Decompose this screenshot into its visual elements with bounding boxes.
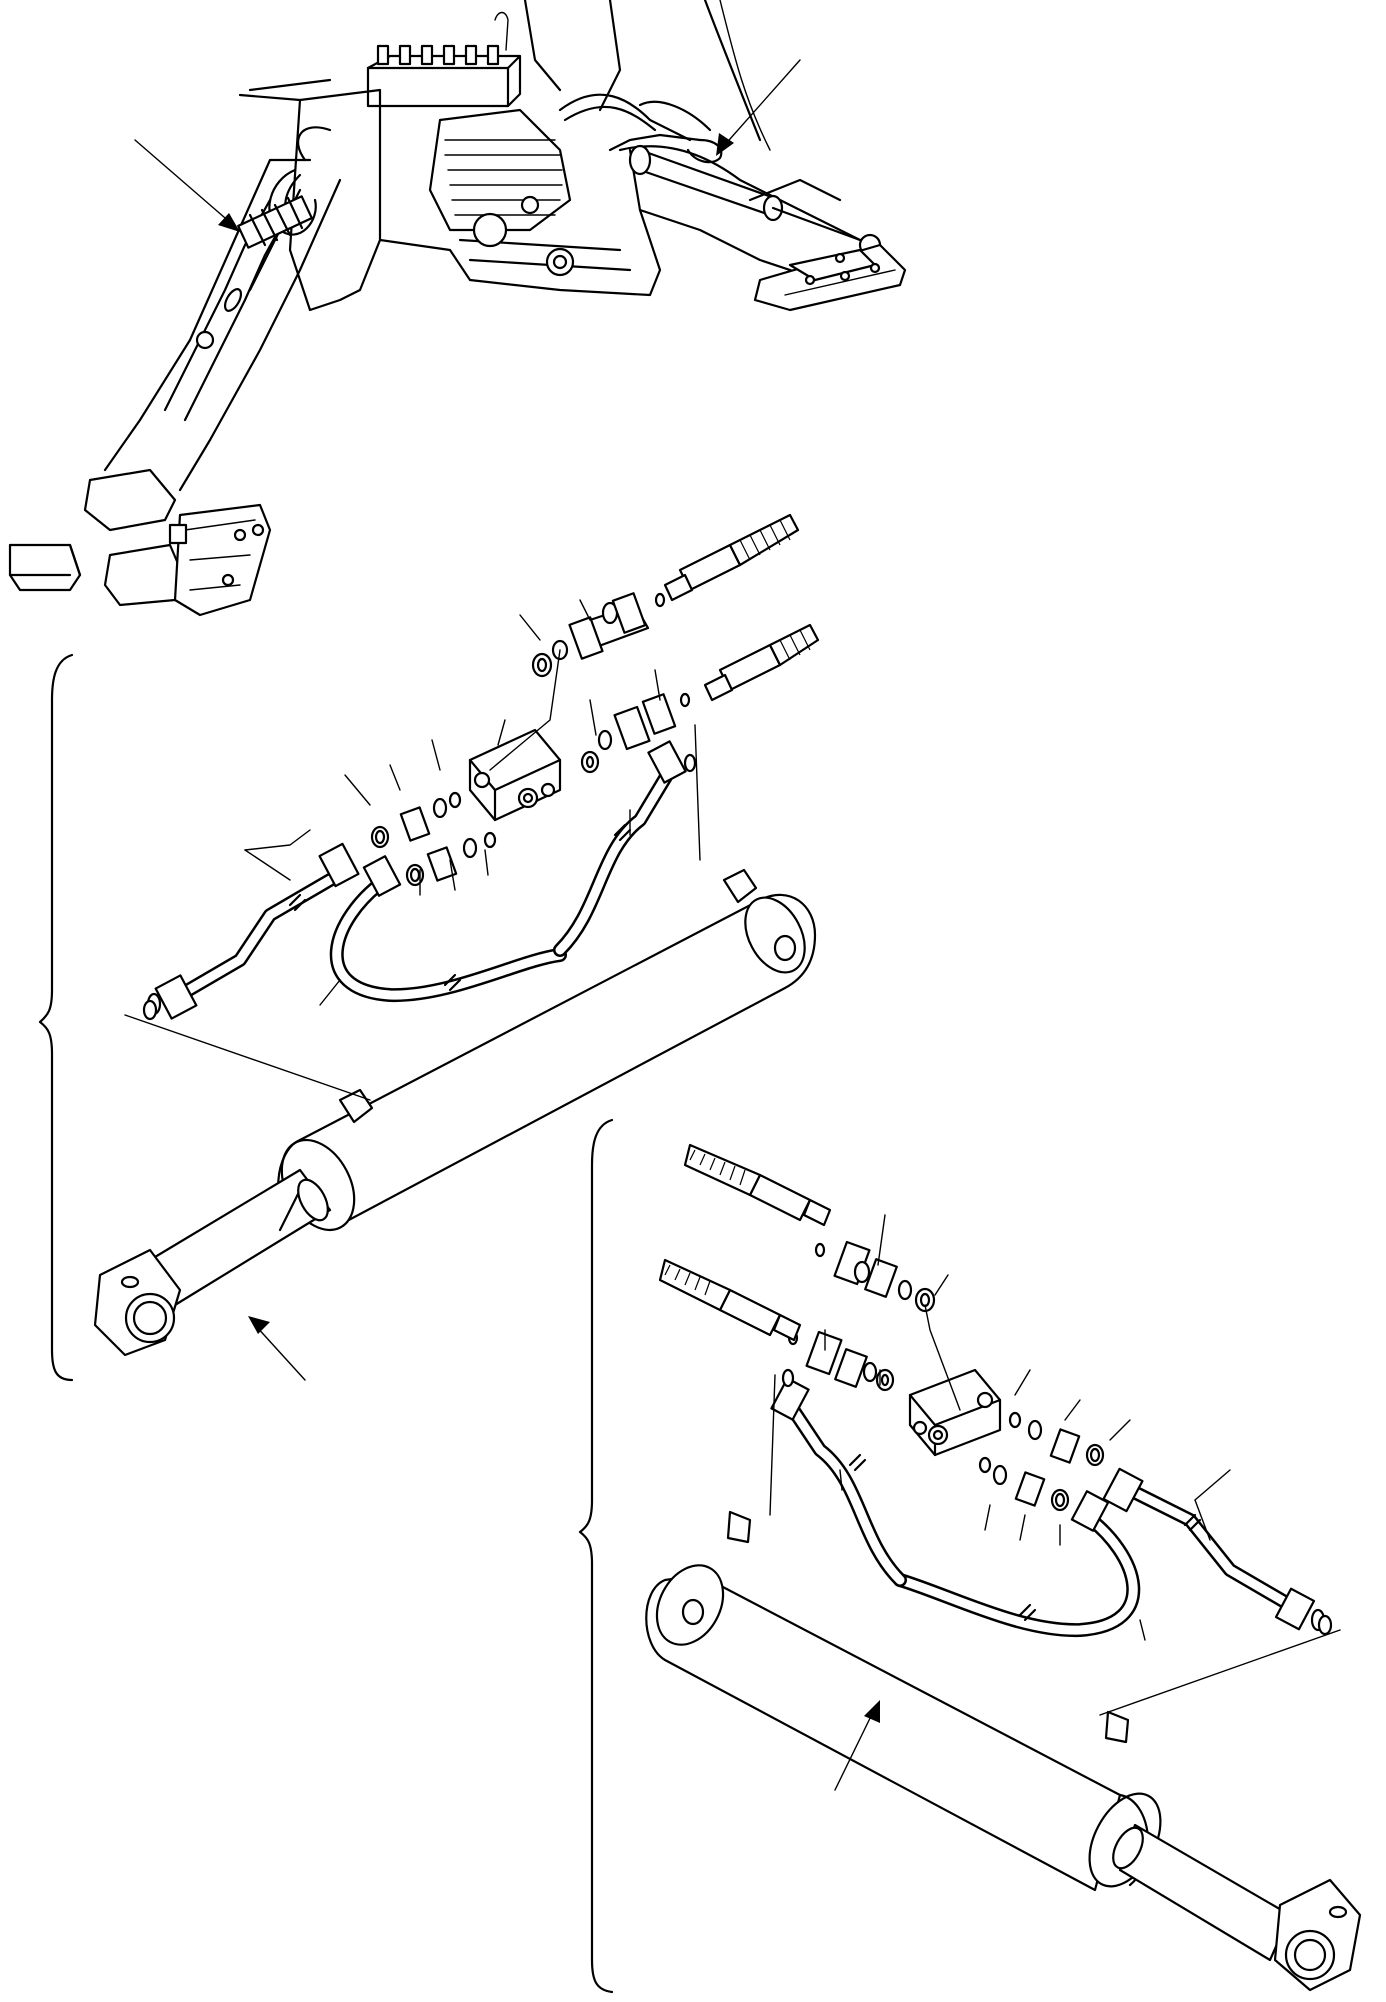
callout-arrow-right-hose bbox=[716, 59, 801, 156]
callout-arrow-cylinder-right bbox=[834, 1700, 880, 1791]
cylinder-right bbox=[645, 1510, 1362, 1992]
callout-arrow-left-hose bbox=[134, 139, 240, 232]
left-cylinder-assembly bbox=[38, 513, 820, 1382]
right-hose-bundle bbox=[558, 93, 723, 164]
callout-arrow-cylinder-left bbox=[248, 1316, 306, 1381]
cylinder-left bbox=[93, 868, 817, 1357]
fittings-left bbox=[142, 592, 697, 1021]
tube-cross-left bbox=[553, 740, 687, 957]
valve-block bbox=[366, 11, 522, 108]
u-hose-right bbox=[893, 1490, 1141, 1638]
leader-lines-right bbox=[769, 1214, 1341, 1716]
tube-long-left bbox=[146, 842, 360, 1020]
tube-cross-right bbox=[770, 1377, 907, 1587]
distribution-block-left bbox=[468, 728, 562, 822]
hose-ends-right bbox=[658, 1143, 832, 1342]
assembly-bracket-right bbox=[578, 1118, 614, 1994]
fittings-right bbox=[781, 1240, 1333, 1636]
distribution-block-right bbox=[908, 1368, 1002, 1457]
u-hose-left bbox=[329, 855, 567, 1003]
assembly-bracket-left bbox=[38, 653, 74, 1382]
right-cylinder-assembly bbox=[578, 1118, 1362, 1994]
left-stabilizer-pad bbox=[8, 468, 272, 617]
tube-long-right bbox=[1102, 1467, 1326, 1632]
leader-lines-left bbox=[124, 599, 701, 1101]
right-stabilizer-pad bbox=[753, 243, 907, 312]
right-stabilizer-cylinder bbox=[628, 144, 882, 257]
hose-ends-left bbox=[663, 513, 820, 702]
left-hose-bundle bbox=[237, 126, 332, 249]
machine-overview bbox=[8, 0, 907, 617]
